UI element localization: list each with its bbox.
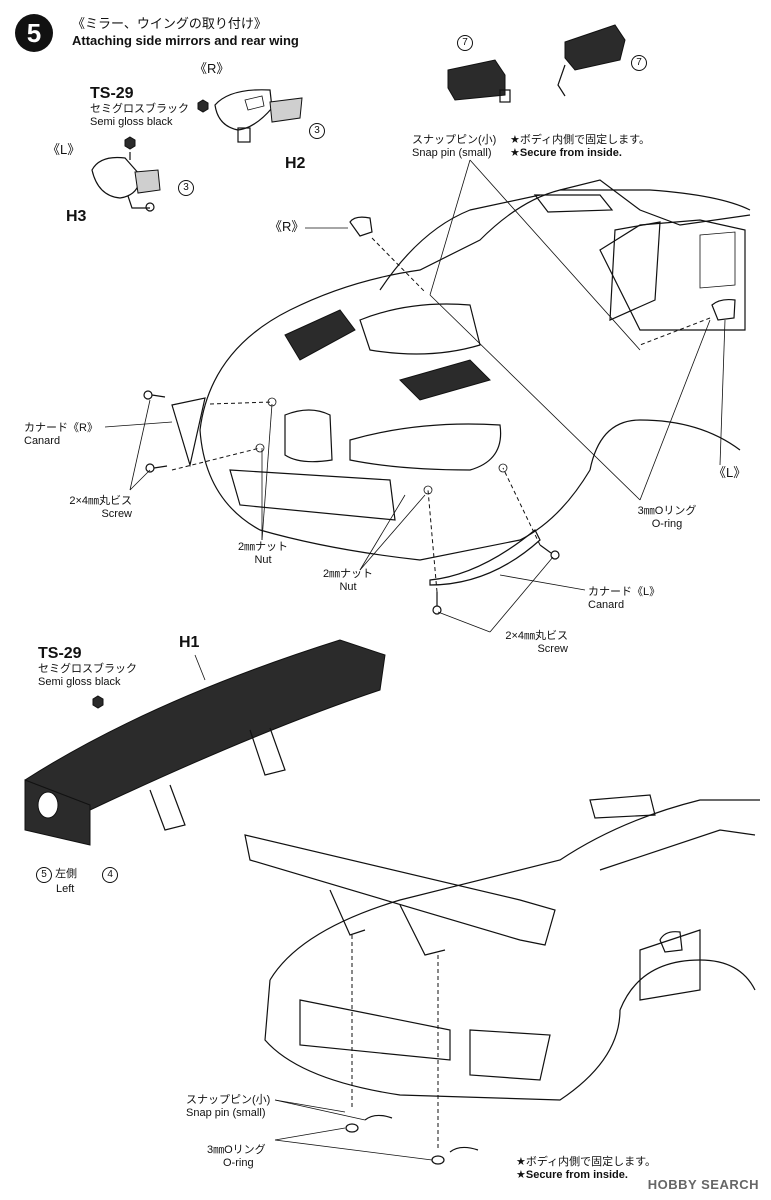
- oring-callout-front: 3㎜Oリング O-ring: [624, 505, 710, 531]
- canard-l-jp: カナード《L》: [588, 586, 661, 598]
- rear-snap-jp: スナップピン(小): [186, 1094, 271, 1106]
- sticker-no-r: 3: [309, 123, 325, 139]
- paint-hex-icon: [92, 695, 104, 709]
- step-number-badge: 5: [15, 14, 53, 52]
- nut-jp: 2㎜ナット: [322, 568, 374, 580]
- wing-h1-part: [24, 639, 386, 846]
- step-title-en: Attaching side mirrors and rear wing: [72, 33, 299, 48]
- nut-en: Nut: [339, 581, 357, 593]
- paint-code: TS-29: [90, 85, 134, 102]
- canard-r-callout: カナード《R》 Canard: [24, 422, 98, 448]
- canard-l-callout: カナード《L》 Canard: [588, 586, 660, 612]
- paint-code: TS-29: [38, 645, 82, 662]
- part-h2-label: H2: [285, 155, 306, 172]
- canard-r-jp: カナード《R》: [24, 422, 98, 434]
- canard-l-en: Canard: [588, 599, 625, 611]
- mirror-r-mark: 《R》: [194, 61, 230, 76]
- secure-note-jp: ★ボディ内側で固定します。: [510, 134, 650, 146]
- decal-no-5: 5: [36, 867, 52, 883]
- body-r-mark: 《R》: [269, 219, 305, 234]
- car-mirror-l: [711, 298, 736, 321]
- rear-snap-en: Snap pin (small): [186, 1107, 266, 1119]
- screw-callout-right: 2×4㎜丸ビス Screw: [488, 630, 568, 656]
- rear-oring-callout: 3㎜Oリング O-ring: [207, 1144, 266, 1170]
- oring-en: O-ring: [651, 518, 683, 530]
- rear-body-drawing: [244, 794, 760, 1101]
- watermark: HOBBY SEARCH: [647, 1177, 759, 1192]
- rear-snap-pin-callout: スナップピン(小) Snap pin (small): [186, 1094, 270, 1120]
- nut-callout-2: 2㎜ナット Nut: [317, 568, 379, 594]
- right-mirror-part: [214, 89, 303, 143]
- wing-decal-callout: 5 左側 4 Left: [36, 867, 119, 896]
- decal-mirror-left: [447, 59, 511, 103]
- left-side-en: Left: [56, 883, 75, 895]
- nut-jp: 2㎜ナット: [237, 541, 289, 553]
- part-h3-label: H3: [66, 208, 87, 225]
- rear-secure-note: ★ボディ内側で固定します。 ★Secure from inside.: [516, 1156, 656, 1182]
- decal-no-4: 4: [102, 867, 119, 883]
- screws: [143, 390, 560, 615]
- paint-name-jp: セミグロスブラック: [90, 103, 189, 115]
- canard-r-part: [171, 397, 206, 468]
- part-h1-label: H1: [179, 634, 200, 651]
- body-l-mark: 《L》: [713, 465, 747, 480]
- canard-l-part: [429, 529, 541, 586]
- secure-note-en: ★Secure from inside.: [510, 147, 622, 159]
- paint-hex-icon: [197, 99, 209, 113]
- sticker-no-l: 3: [178, 180, 194, 196]
- nut-en: Nut: [254, 554, 272, 566]
- rear-oring-en: O-ring: [223, 1157, 254, 1169]
- paint-name-en: Semi gloss black: [90, 116, 173, 128]
- step-title-jp: 《ミラー、ウイングの取り付け》: [72, 16, 267, 31]
- decal-mirror-right: [557, 24, 626, 97]
- nut-callout-1: 2㎜ナット Nut: [232, 541, 294, 567]
- canard-r-en: Canard: [24, 435, 61, 447]
- paint-callout-top: TS-29 セミグロスブラック Semi gloss black: [90, 85, 189, 129]
- left-mirror-part: [91, 156, 161, 212]
- decal-no-b: 7: [631, 55, 647, 71]
- screw-jp: 2×4㎜丸ビス: [69, 495, 132, 507]
- screw-en: Screw: [537, 643, 568, 655]
- snap-pin-callout: スナップピン(小) Snap pin (small): [412, 134, 496, 160]
- snap-pin-en: Snap pin (small): [412, 147, 492, 159]
- paint-name-jp: セミグロスブラック: [38, 663, 137, 675]
- mirror-l-mark: 《L》: [47, 142, 81, 157]
- screw-en: Screw: [101, 508, 132, 520]
- screw-callout-left: 2×4㎜丸ビス Screw: [68, 495, 132, 521]
- secure-note: ★ボディ内側で固定します。 ★Secure from inside.: [510, 134, 650, 160]
- snap-pin-jp: スナップピン(小): [412, 134, 497, 146]
- screw-jp: 2×4㎜丸ビス: [505, 630, 568, 642]
- decal-no-a: 7: [457, 35, 473, 51]
- left-side-jp: 左側: [55, 868, 78, 880]
- front-body-drawing: [199, 179, 751, 561]
- paint-name-en: Semi gloss black: [38, 676, 121, 688]
- rear-secure-jp: ★ボディ内側で固定します。: [516, 1156, 656, 1168]
- paint-callout-wing: TS-29 セミグロスブラック Semi gloss black: [38, 645, 137, 689]
- paint-hex-icon: [124, 136, 136, 150]
- step-title: 《ミラー、ウイングの取り付け》 Attaching side mirrors a…: [72, 15, 299, 49]
- rear-snap-pins: [345, 1114, 479, 1165]
- oring-jp: 3㎜Oリング: [637, 505, 697, 517]
- car-mirror-r: [349, 216, 373, 237]
- rear-oring-jp: 3㎜Oリング: [207, 1144, 266, 1156]
- rear-secure-en: ★Secure from inside.: [516, 1169, 628, 1181]
